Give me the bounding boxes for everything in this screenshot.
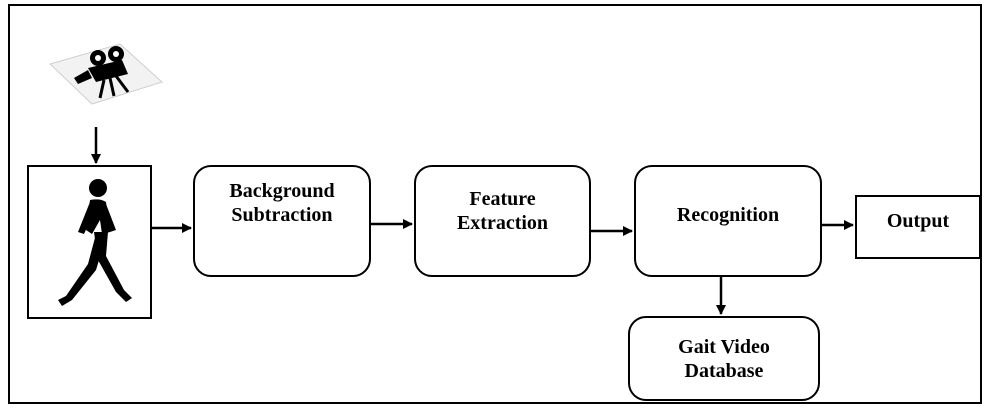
feature-extraction-box: Feature Extraction <box>414 165 591 277</box>
walking-person-icon <box>57 179 132 306</box>
diagram-frame <box>8 4 982 404</box>
input-frame <box>27 165 152 319</box>
output-label: Output <box>886 210 950 232</box>
output-box: Output <box>855 195 981 259</box>
feature-extraction-label: Feature Extraction <box>456 188 549 234</box>
background-subtraction-box: Background Subtraction <box>193 165 371 277</box>
recognition-label: Recognition <box>676 204 780 226</box>
gait-video-database-box: Gait Video Database <box>628 316 820 401</box>
background-subtraction-label: Background Subtraction <box>229 180 335 226</box>
gait-video-database-label: Gait Video Database <box>678 335 770 382</box>
movie-camera-icon <box>49 43 163 105</box>
recognition-box: Recognition <box>634 165 822 277</box>
